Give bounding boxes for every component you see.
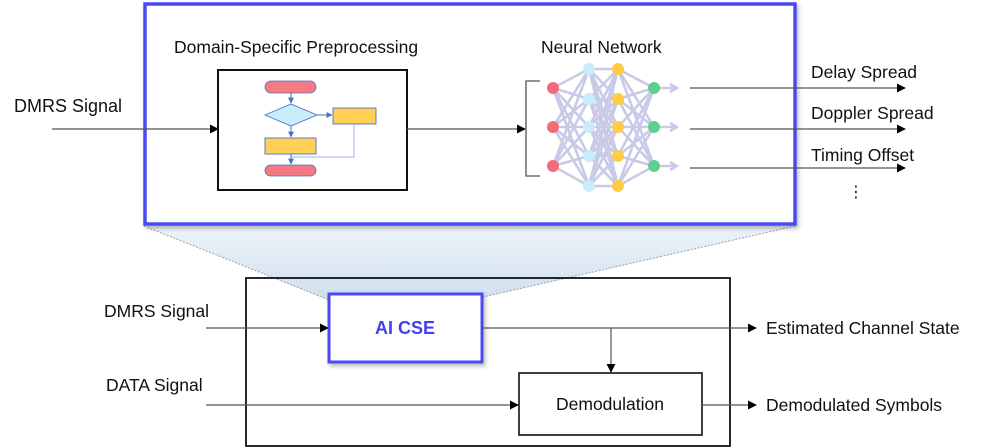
nn-hidden1-node xyxy=(583,93,595,105)
nn-edge xyxy=(552,67,590,90)
zoom-projection xyxy=(144,226,795,300)
flow-start xyxy=(264,80,317,94)
nn-edge xyxy=(617,67,655,90)
nn-edge xyxy=(616,87,656,187)
output-label-doppler: Doppler Spread xyxy=(811,103,934,123)
nn-edge xyxy=(551,68,591,128)
nn-hidden2-node xyxy=(612,180,624,192)
nn-edge xyxy=(587,68,620,128)
nn-edge xyxy=(617,86,655,101)
nn-edge xyxy=(588,155,619,187)
nn-hidden1-node xyxy=(583,121,595,133)
nn-edge xyxy=(587,68,620,187)
demodulation-box xyxy=(518,372,703,436)
zoom-edge-left xyxy=(143,225,330,301)
nn-edge xyxy=(552,154,590,168)
nn-hidden2-node xyxy=(612,121,624,133)
network-title: Neural Network xyxy=(541,37,662,57)
output-label-delay: Delay Spread xyxy=(811,62,917,82)
nn-hidden1-node xyxy=(583,150,595,162)
nn-edge xyxy=(616,126,656,187)
nn-edge xyxy=(551,87,591,187)
output-label-timing: Timing Offset xyxy=(811,145,914,165)
nn-edge xyxy=(552,125,590,158)
nn-edge xyxy=(551,87,591,157)
preprocessing-block xyxy=(217,69,408,191)
detail-input-label: DMRS Signal xyxy=(14,96,122,116)
nn-edge xyxy=(616,98,656,167)
preprocessing-title: Domain-Specific Preprocessing xyxy=(174,37,418,57)
network-input-bracket xyxy=(525,80,540,177)
nn-hidden1-node xyxy=(583,180,595,192)
nn-edge xyxy=(552,97,590,129)
nn-edge xyxy=(551,68,591,167)
nn-output-node xyxy=(648,121,660,133)
ai-cse-box xyxy=(327,292,484,364)
nn-edge xyxy=(551,98,591,167)
system-dmrs-label: DMRS Signal xyxy=(104,301,209,321)
zoom-edge-right xyxy=(469,225,796,301)
demodulation-label: Demodulation xyxy=(556,394,664,414)
nn-edge xyxy=(552,87,590,128)
nn-edge xyxy=(617,125,655,158)
nn-edge xyxy=(617,164,655,188)
nn-edge xyxy=(587,126,620,187)
nn-edge xyxy=(617,87,655,128)
more-outputs-ellipsis: ⋮ xyxy=(848,184,864,201)
nn-edge xyxy=(617,126,655,167)
nn-output-node xyxy=(648,160,660,172)
nn-input-node xyxy=(547,121,559,133)
flow-process-left xyxy=(264,137,317,155)
nn-edge xyxy=(551,126,591,187)
nn-hidden2-node xyxy=(612,63,624,75)
nn-output-node xyxy=(648,82,660,94)
nn-edge xyxy=(587,98,620,187)
neural-network-icon xyxy=(547,63,677,192)
system-box xyxy=(245,277,731,447)
nn-input-node xyxy=(547,82,559,94)
nn-hidden2-node xyxy=(612,150,624,162)
nn-input-node xyxy=(547,160,559,172)
nn-edge xyxy=(616,68,656,128)
flowchart-icon xyxy=(263,80,377,177)
nn-edge xyxy=(588,68,619,100)
nn-hidden1-node xyxy=(583,63,595,75)
flow-process-right xyxy=(332,107,377,125)
ai-cse-label: AI CSE xyxy=(375,318,435,338)
system-data-label: DATA Signal xyxy=(106,375,203,395)
flow-end xyxy=(264,164,317,177)
demod-output-label: Demodulated Symbols xyxy=(766,395,942,415)
nn-edge xyxy=(552,126,590,167)
nn-edge xyxy=(552,86,590,101)
nn-edge xyxy=(617,97,655,129)
nn-hidden2-node xyxy=(612,93,624,105)
nn-edge xyxy=(616,68,656,167)
nn-edge xyxy=(552,164,590,188)
nn-edge xyxy=(617,154,655,168)
nn-edge xyxy=(616,87,656,157)
estimated-output-label: Estimated Channel State xyxy=(766,318,960,338)
